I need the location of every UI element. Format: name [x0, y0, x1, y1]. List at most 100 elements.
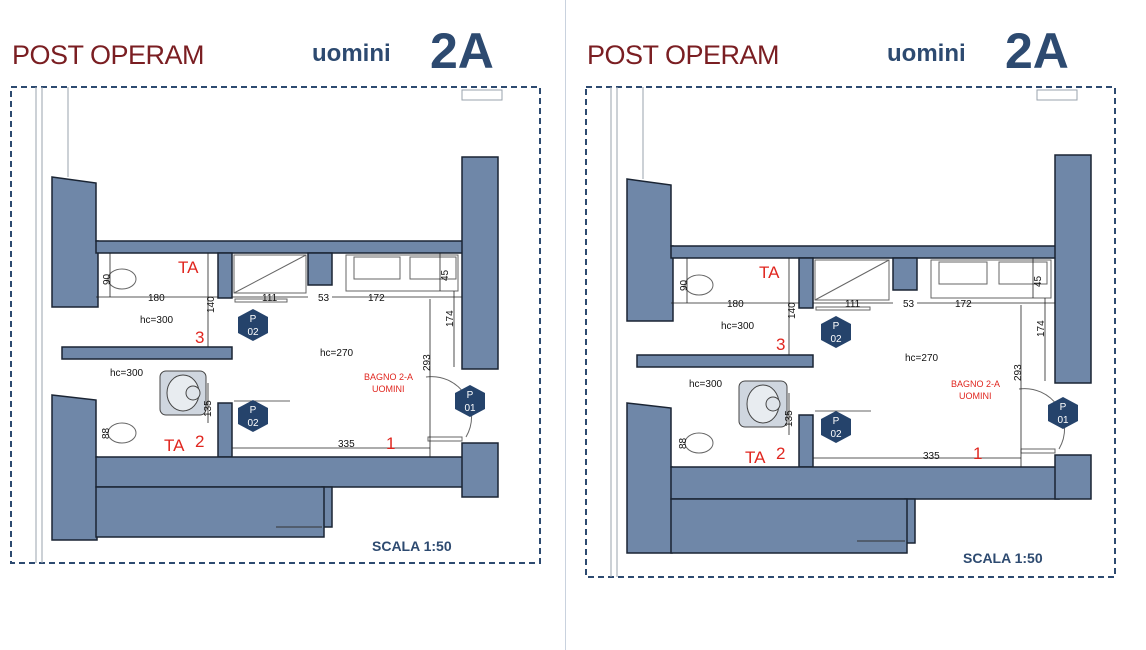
- dim-label: 53: [903, 299, 915, 310]
- dim-label: 335: [338, 439, 355, 450]
- ceiling-height-upper: hc=300: [721, 321, 755, 332]
- shower-diagonal: [814, 259, 890, 301]
- svg-text:01: 01: [1057, 415, 1069, 426]
- wall-upper-left: [51, 176, 99, 308]
- toilet-bowl: [107, 422, 137, 444]
- dimension-labels: 180 90 140 111 53 172 45 174 293 88 135 …: [678, 275, 1047, 462]
- floor-plan-panel-right: POST OPERAM uomini 2A: [575, 0, 1135, 650]
- sink-basin: [353, 256, 401, 280]
- wall-middle: [61, 346, 233, 360]
- wall-bottom: [670, 466, 1060, 500]
- ceiling-height-lower: hc=300: [689, 379, 723, 390]
- dim-label: 180: [148, 293, 165, 304]
- dim-label: 135: [784, 410, 795, 427]
- dimension-lines: [96, 253, 462, 457]
- grab-bar: [815, 306, 871, 311]
- door-badge: P 02: [821, 316, 851, 348]
- door-badge: P 02: [238, 309, 268, 341]
- door-leaf: [1020, 448, 1056, 454]
- svg-text:P: P: [250, 314, 257, 325]
- ceiling-height-lower: hc=300: [110, 368, 144, 379]
- panel-title: POST OPERAM: [12, 40, 205, 70]
- svg-text:01: 01: [464, 403, 476, 414]
- dim-label: 140: [206, 296, 217, 313]
- walls: [51, 156, 499, 541]
- wall-right: [461, 156, 499, 370]
- door-leaf: [427, 436, 463, 442]
- sink-basin: [938, 261, 988, 285]
- ceiling-height-upper: hc=300: [140, 315, 174, 326]
- wall-stub: [892, 257, 918, 291]
- scale-label: SCALA 1:50: [372, 538, 452, 554]
- wall-partition-upper: [217, 252, 233, 299]
- room-name-line2: UOMINI: [372, 384, 405, 394]
- panel-divider: [565, 0, 566, 650]
- wall-partition-lower: [217, 402, 233, 458]
- floor-plan: 180 90 140 111 53 172 45 174 293 88 135 …: [585, 86, 1116, 578]
- dim-label: 180: [727, 299, 744, 310]
- wall-bottom-right: [461, 442, 499, 498]
- room-name-line2: UOMINI: [959, 391, 992, 401]
- dim-label: 45: [1033, 275, 1044, 287]
- wall-top: [670, 245, 1060, 259]
- dim-label: 111: [262, 293, 278, 304]
- door-badge: P 01: [455, 385, 485, 417]
- room-number: 3: [776, 335, 785, 354]
- wall-bottom-right: [1054, 454, 1092, 500]
- shower-tray: [814, 259, 890, 301]
- toilet-bowl: [107, 268, 137, 290]
- room-name-line1: BAGNO 2-A: [364, 372, 413, 382]
- wall-bottom-lower: [670, 498, 908, 554]
- panel-title: POST OPERAM: [587, 40, 780, 70]
- room-number: 2: [195, 432, 204, 451]
- room-name-line1: BAGNO 2-A: [951, 379, 1000, 389]
- accessibility-tag-upper: TA: [759, 263, 780, 282]
- svg-text:02: 02: [830, 429, 842, 440]
- dimension-labels: 180 90 140 111 53 172 45 174 293 88 135 …: [101, 269, 456, 450]
- plan-boundary: [10, 86, 541, 564]
- wall-partition-upper: [798, 257, 814, 309]
- dim-label: 140: [787, 302, 798, 319]
- dim-label: 172: [955, 299, 972, 310]
- door-badge: P 01: [1048, 397, 1078, 429]
- wall-top: [95, 240, 465, 254]
- wall-bottom-lower: [95, 486, 325, 538]
- shower-diagonal: [233, 254, 307, 294]
- svg-text:P: P: [1060, 402, 1067, 413]
- wheelchair-icon: [738, 380, 788, 428]
- svg-text:P: P: [250, 405, 257, 416]
- sink-counter: [930, 259, 1052, 299]
- stair-mark: [1036, 89, 1078, 101]
- panel-code: 2A: [1005, 23, 1069, 79]
- dim-label: 174: [1036, 320, 1047, 337]
- toilet-bowl: [684, 274, 714, 296]
- svg-text:02: 02: [247, 327, 259, 338]
- svg-text:P: P: [833, 321, 840, 332]
- room-number: 2: [776, 444, 785, 463]
- room-number: 1: [386, 434, 395, 453]
- accessibility-tag-upper: TA: [178, 258, 199, 277]
- wall-bottom: [95, 456, 467, 488]
- floor-plan: 180 90 140 111 53 172 45 174 293 88 135 …: [10, 86, 541, 564]
- fixtures: [107, 254, 473, 444]
- dim-label: 172: [368, 293, 385, 304]
- sink-basin: [998, 261, 1048, 285]
- dim-label: 293: [1013, 364, 1024, 381]
- floor-plan-panel-left: POST OPERAM uomini 2A: [0, 0, 560, 650]
- wall-middle: [636, 354, 814, 368]
- wall-partition-lower: [798, 414, 814, 468]
- toilet-bowl: [684, 432, 714, 454]
- wall-upper-left: [626, 178, 674, 322]
- svg-text:P: P: [467, 390, 474, 401]
- dim-label: 90: [679, 279, 690, 291]
- stair-mark: [461, 89, 503, 101]
- shower-tray: [233, 254, 307, 294]
- svg-text:02: 02: [247, 418, 259, 429]
- dim-label: 88: [678, 437, 689, 449]
- dim-label: 174: [445, 310, 456, 327]
- fixtures: [684, 259, 1066, 454]
- dim-label: 90: [102, 273, 113, 285]
- door-badge: P 02: [238, 400, 268, 432]
- panel-subtitle: uomini: [312, 40, 391, 67]
- grab-bar: [234, 298, 288, 303]
